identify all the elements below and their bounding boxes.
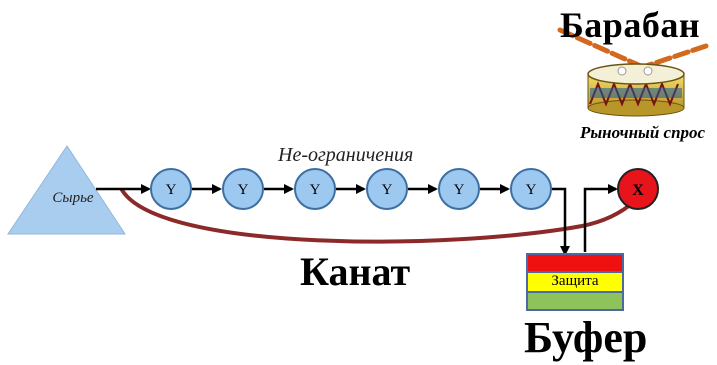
flow-arrows	[96, 184, 618, 256]
stage-node-label-6: Y	[526, 182, 537, 198]
stage-node-3	[294, 168, 336, 210]
drum-title: Барабан	[560, 5, 701, 45]
stage-node-6	[510, 168, 552, 210]
rope-line	[120, 188, 638, 244]
stage-node-label-1: Y	[166, 182, 177, 198]
constraint-node-label: X	[632, 182, 644, 199]
protection-label: Защита	[551, 273, 599, 289]
stage-nodes	[150, 168, 552, 210]
buffer-stack	[526, 253, 624, 311]
stage-node-4	[366, 168, 408, 210]
raw-material-label: Сырье	[52, 190, 94, 206]
buffer-green-zone	[526, 291, 624, 311]
constraint-node	[617, 168, 659, 210]
rope-label: Канат	[300, 249, 411, 294]
stage-node-5	[438, 168, 480, 210]
market-demand-label: Рыночный спрос	[580, 123, 706, 142]
non-constraints-label: Не-ограничения	[278, 144, 414, 166]
stage-node-label-4: Y	[382, 182, 393, 198]
stage-node-label-5: Y	[454, 182, 465, 198]
stage-node-label-3: Y	[310, 182, 321, 198]
stage-node-2	[222, 168, 264, 210]
buffer-label: Буфер	[524, 313, 648, 362]
drum-icon	[557, 27, 709, 117]
stage-node-1	[150, 168, 192, 210]
stage-node-label-2: Y	[238, 182, 249, 198]
buffer-red-zone	[526, 253, 624, 273]
